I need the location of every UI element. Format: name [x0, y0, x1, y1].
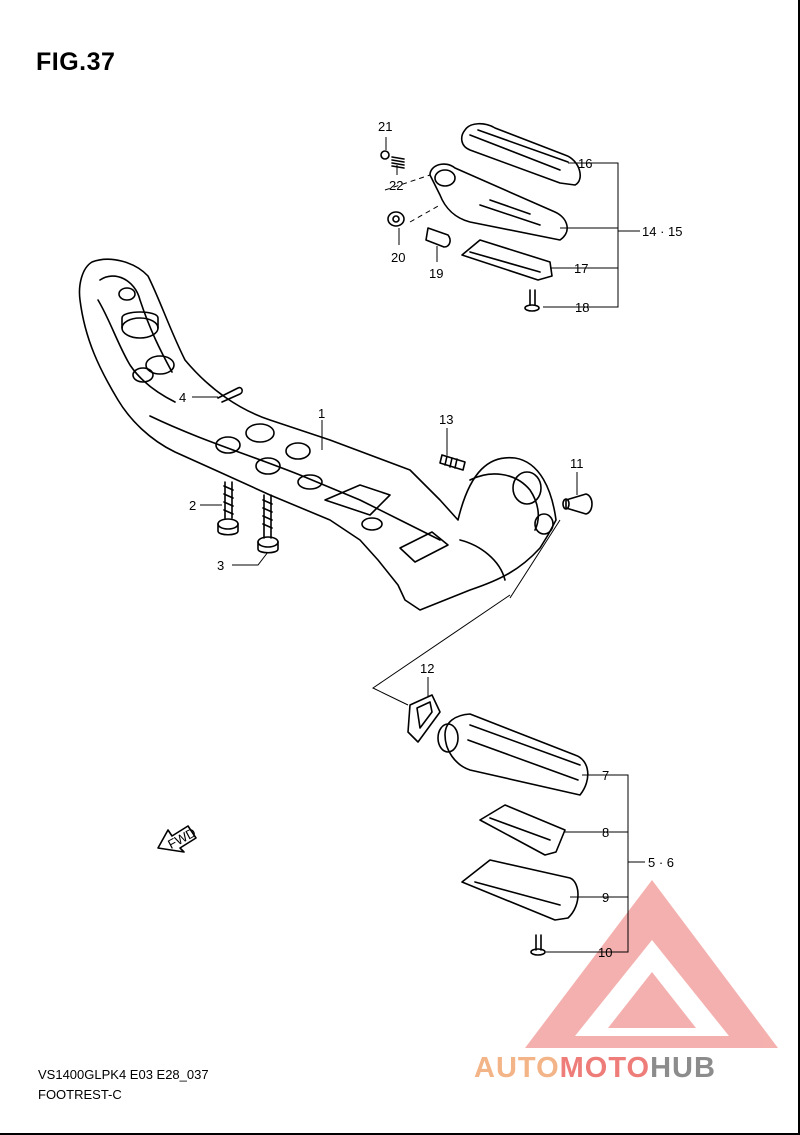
fwd-arrow-icon [157, 825, 197, 853]
footpeg-bracket-14 [429, 163, 568, 241]
spring-22 [391, 156, 405, 169]
cap-11 [562, 493, 593, 515]
callout-9: 9 [602, 890, 609, 905]
washer-20 [387, 211, 405, 227]
callout-18: 18 [575, 300, 589, 315]
callout-19: 19 [429, 266, 443, 281]
callout-21: 21 [378, 119, 392, 134]
watermark-text: AUTOMOTOHUB [474, 1052, 716, 1085]
footpeg-7 [437, 713, 589, 796]
split-pin [217, 386, 243, 403]
screw-10 [530, 934, 546, 956]
pin-19 [425, 227, 451, 248]
gasket-12 [407, 694, 441, 743]
fwd-label: FWD [165, 825, 198, 852]
bolt-13 [439, 454, 466, 471]
watermark-part-1: AUTO [474, 1052, 560, 1084]
footpeg-plate-17 [461, 239, 553, 281]
figure-name: FOOTREST-C [38, 1087, 122, 1102]
footpeg-plate-8 [479, 804, 566, 856]
figure-title: FIG.37 [36, 48, 116, 76]
callout-17: 17 [574, 261, 588, 276]
callout-5-6: 5 · 6 [648, 855, 674, 870]
callout-12: 12 [420, 661, 434, 676]
callout-16: 16 [578, 156, 592, 171]
callout-3: 3 [217, 558, 224, 573]
callout-20: 20 [391, 250, 405, 265]
callout-2: 2 [189, 498, 196, 513]
ball-21 [380, 150, 390, 160]
footpeg-rubber-16 [460, 122, 581, 186]
callout-10: 10 [598, 945, 612, 960]
watermark-logo [525, 880, 778, 1048]
callout-11: 11 [570, 456, 584, 471]
callout-1: 1 [318, 406, 325, 421]
screw-18 [524, 289, 540, 312]
bolt-3 [257, 494, 279, 554]
watermark-part-2: MOTO [559, 1052, 651, 1084]
footrest-bracket [78, 258, 557, 611]
callout-22: 22 [389, 178, 403, 193]
callout-7: 7 [602, 768, 609, 783]
callout-8: 8 [602, 825, 609, 840]
callout-14-15: 14 · 15 [642, 224, 682, 239]
model-code: VS1400GLPK4 E03 E28_037 [38, 1067, 209, 1082]
leader-lines [192, 137, 645, 953]
callout-4: 4 [179, 390, 186, 405]
bolt-2 [217, 481, 239, 536]
callout-labels: 1 2 3 4 5 · 6 7 8 9 10 11 12 13 14 · 15 … [165, 119, 682, 960]
footpeg-rubber-9 [461, 859, 579, 921]
callout-13: 13 [439, 412, 453, 427]
watermark-part-3: HUB [650, 1052, 716, 1084]
